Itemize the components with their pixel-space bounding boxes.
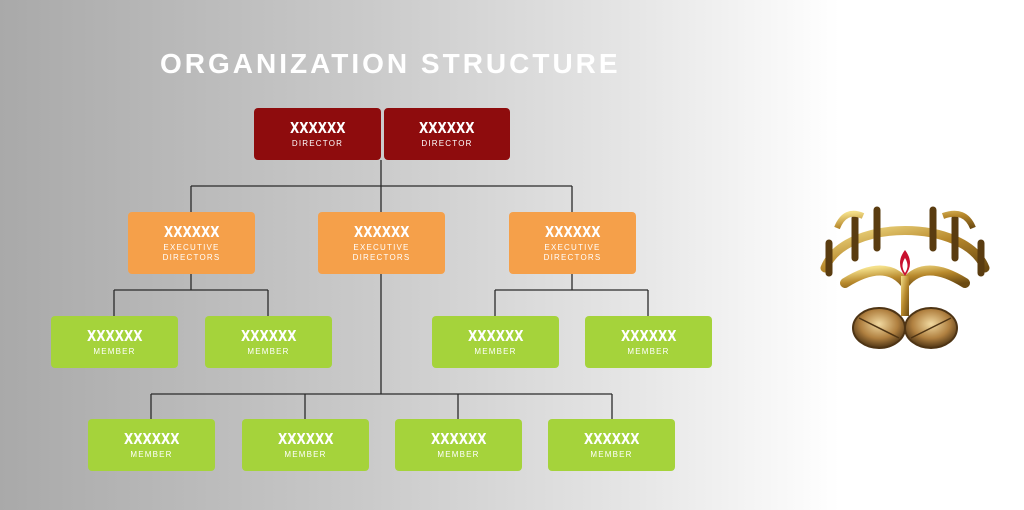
- director-box: XXXXXX DIRECTOR: [384, 108, 510, 160]
- member-name: XXXXXX: [430, 429, 487, 448]
- member-box: XXXXXX MEMBER: [242, 419, 369, 471]
- executive-name: XXXXXX: [544, 222, 601, 241]
- member-role: MEMBER: [247, 346, 290, 356]
- executive-name: XXXXXX: [353, 222, 410, 241]
- page-title: ORGANIZATION STRUCTURE: [160, 48, 621, 79]
- member-name: XXXXXX: [467, 326, 524, 345]
- member-role: MEMBER: [130, 449, 173, 459]
- member-name: XXXXXX: [277, 429, 334, 448]
- member-box: XXXXXX MEMBER: [585, 316, 712, 368]
- executive-role-line2: DIRECTORS: [162, 252, 221, 262]
- executive-role-line1: EXECUTIVE: [544, 242, 601, 252]
- executive-director-box: XXXXXX EXECUTIVE DIRECTORS: [318, 212, 445, 274]
- member-box: XXXXXX MEMBER: [432, 316, 559, 368]
- member-role: MEMBER: [590, 449, 633, 459]
- executive-role-line1: EXECUTIVE: [163, 242, 220, 252]
- member-name: XXXXXX: [583, 429, 640, 448]
- member-name: XXXXXX: [86, 326, 143, 345]
- member-role: MEMBER: [93, 346, 136, 356]
- executive-director-box: XXXXXX EXECUTIVE DIRECTORS: [128, 212, 255, 274]
- executive-role-line2: DIRECTORS: [543, 252, 602, 262]
- director-role: DIRECTOR: [291, 138, 344, 148]
- bundeli-jhalak-logo-icon: [820, 206, 990, 349]
- member-box: XXXXXX MEMBER: [395, 419, 522, 471]
- director-role: DIRECTOR: [421, 138, 473, 148]
- director-name: XXXXXX: [289, 118, 346, 137]
- member-box: XXXXXX MEMBER: [205, 316, 332, 368]
- member-role: MEMBER: [627, 346, 670, 356]
- member-role: MEMBER: [284, 449, 327, 459]
- executive-director-box: XXXXXX EXECUTIVE DIRECTORS: [509, 212, 636, 274]
- member-box: XXXXXX MEMBER: [51, 316, 178, 368]
- member-role: MEMBER: [474, 346, 517, 356]
- executive-role-line2: DIRECTORS: [352, 252, 411, 262]
- director-box: XXXXXX DIRECTOR: [254, 108, 381, 160]
- executive-name: XXXXXX: [163, 222, 220, 241]
- member-name: XXXXXX: [123, 429, 180, 448]
- member-role: MEMBER: [437, 449, 480, 459]
- member-name: XXXXXX: [620, 326, 677, 345]
- member-box: XXXXXX MEMBER: [88, 419, 215, 471]
- member-box: XXXXXX MEMBER: [548, 419, 675, 471]
- member-name: XXXXXX: [240, 326, 297, 345]
- director-name: XXXXXX: [419, 118, 475, 137]
- executive-role-line1: EXECUTIVE: [353, 242, 410, 252]
